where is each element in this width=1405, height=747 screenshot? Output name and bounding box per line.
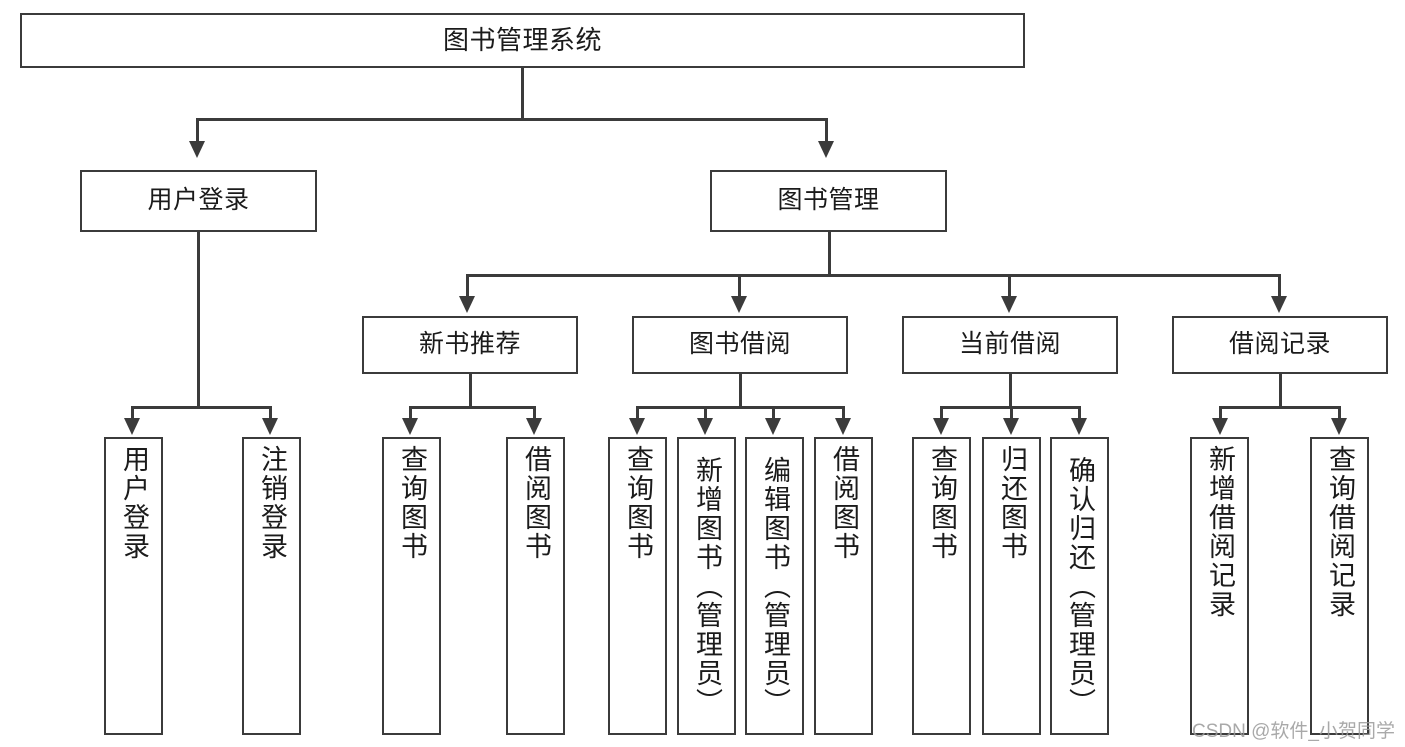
csdn-watermark: CSDN @软件_小贺同学	[1192, 721, 1395, 742]
arrow-to-current-borrow	[1001, 296, 1017, 313]
node-label: 新增借阅记录	[1205, 445, 1235, 619]
node-label: 新书推荐	[418, 330, 521, 359]
connector-br-drop-2	[1338, 406, 1341, 420]
connector-bb-stem	[739, 374, 742, 406]
leaf-cb-confirm-return[interactable]: 确认归还（管理员）	[1050, 437, 1109, 735]
leaf-logout[interactable]: 注销登录	[242, 437, 301, 735]
node-root-system[interactable]: 图书管理系统	[20, 13, 1025, 68]
arrow-to-borrow-record	[1271, 296, 1287, 313]
node-label: 当前借阅	[958, 330, 1061, 359]
node-label: 用户登录	[147, 186, 250, 215]
connector-nbr-drop-1	[409, 406, 412, 420]
connector-bb-drop-2	[704, 406, 707, 420]
connector-root-drop-right	[825, 118, 828, 143]
node-user-login[interactable]: 用户登录	[80, 170, 317, 232]
node-label: 查询图书	[397, 445, 427, 561]
connector-nbr-stem	[469, 374, 472, 406]
node-label: 查询图书	[623, 445, 653, 561]
leaf-bb-query-book[interactable]: 查询图书	[608, 437, 667, 735]
connector-bb-drop-3	[772, 406, 775, 420]
arrow-to-bb-leaf-2	[697, 418, 713, 435]
leaf-cb-query-book[interactable]: 查询图书	[912, 437, 971, 735]
node-label: 图书管理系统	[442, 25, 602, 56]
connector-br-drop-1	[1219, 406, 1222, 420]
leaf-bb-borrow-book[interactable]: 借阅图书	[814, 437, 873, 735]
arrow-to-book-manage	[818, 141, 834, 158]
connector-br-bus	[1219, 406, 1340, 409]
arrow-to-nbr-leaf-2	[526, 418, 542, 435]
node-label: 图书管理	[777, 186, 880, 215]
arrow-to-bb-leaf-4	[835, 418, 851, 435]
arrow-to-bb-leaf-3	[765, 418, 781, 435]
arrow-to-nbr-leaf-1	[402, 418, 418, 435]
node-label: 图书借阅	[688, 330, 791, 359]
arrow-to-user-login-leaf	[124, 418, 140, 435]
arrow-to-book-borrow	[731, 296, 747, 313]
node-label: 借阅图书	[829, 445, 859, 561]
connector-root-drop-left	[196, 118, 199, 143]
leaf-nbr-query-book[interactable]: 查询图书	[382, 437, 441, 735]
connector-level3-drop-1	[466, 274, 469, 298]
leaf-bb-edit-book[interactable]: 编辑图书（管理员）	[745, 437, 804, 735]
arrow-to-logout-leaf	[262, 418, 278, 435]
leaf-br-query-record[interactable]: 查询借阅记录	[1310, 437, 1369, 735]
arrow-to-cb-leaf-2	[1003, 418, 1019, 435]
leaf-user-login[interactable]: 用户登录	[104, 437, 163, 735]
connector-cb-drop-1	[940, 406, 943, 420]
connector-cb-stem	[1009, 374, 1012, 406]
node-label: 编辑图书（管理员）	[760, 455, 790, 717]
connector-user-login-bus	[131, 406, 271, 409]
connector-cb-drop-2	[1010, 406, 1013, 420]
connector-bb-drop-4	[842, 406, 845, 420]
leaf-nbr-borrow-book[interactable]: 借阅图书	[506, 437, 565, 735]
connector-level3-drop-3	[1008, 274, 1011, 298]
connector-user-login-drop-1	[131, 406, 134, 420]
arrow-to-bb-leaf-1	[629, 418, 645, 435]
node-new-book-recommend[interactable]: 新书推荐	[362, 316, 578, 374]
node-label: 注销登录	[257, 445, 287, 561]
connector-level3-drop-4	[1278, 274, 1281, 298]
node-label: 查询图书	[927, 445, 957, 561]
connector-root-stem-center	[521, 68, 524, 118]
connector-root-bus	[196, 118, 827, 121]
arrow-to-cb-leaf-1	[933, 418, 949, 435]
connector-bb-drop-1	[636, 406, 639, 420]
node-book-management[interactable]: 图书管理	[710, 170, 947, 232]
connector-user-login-stem	[197, 232, 200, 406]
arrow-to-cb-leaf-3	[1071, 418, 1087, 435]
leaf-br-add-record[interactable]: 新增借阅记录	[1190, 437, 1249, 735]
arrow-to-br-leaf-1	[1212, 418, 1228, 435]
connector-user-login-drop-2	[269, 406, 272, 420]
node-label: 确认归还（管理员）	[1065, 455, 1095, 717]
arrow-to-new-book-recommend	[459, 296, 475, 313]
connector-level3-drop-2	[738, 274, 741, 298]
connector-nbr-drop-2	[533, 406, 536, 420]
leaf-bb-add-book[interactable]: 新增图书（管理员）	[677, 437, 736, 735]
connector-bb-bus	[636, 406, 844, 409]
node-label: 借阅记录	[1228, 330, 1331, 359]
node-label: 借阅图书	[521, 445, 551, 561]
connector-nbr-bus	[409, 406, 535, 409]
arrow-to-user-login	[189, 141, 205, 158]
node-label: 用户登录	[119, 445, 149, 561]
node-label: 查询借阅记录	[1325, 445, 1355, 619]
node-current-borrow[interactable]: 当前借阅	[902, 316, 1118, 374]
leaf-cb-return-book[interactable]: 归还图书	[982, 437, 1041, 735]
node-label: 归还图书	[997, 445, 1027, 561]
node-book-borrow[interactable]: 图书借阅	[632, 316, 848, 374]
connector-cb-drop-3	[1078, 406, 1081, 420]
node-borrow-record[interactable]: 借阅记录	[1172, 316, 1388, 374]
connector-book-manage-stem	[828, 232, 831, 274]
node-label: 新增图书（管理员）	[692, 455, 722, 717]
arrow-to-br-leaf-2	[1331, 418, 1347, 435]
connector-level3-bus	[466, 274, 1280, 277]
connector-br-stem	[1279, 374, 1282, 406]
